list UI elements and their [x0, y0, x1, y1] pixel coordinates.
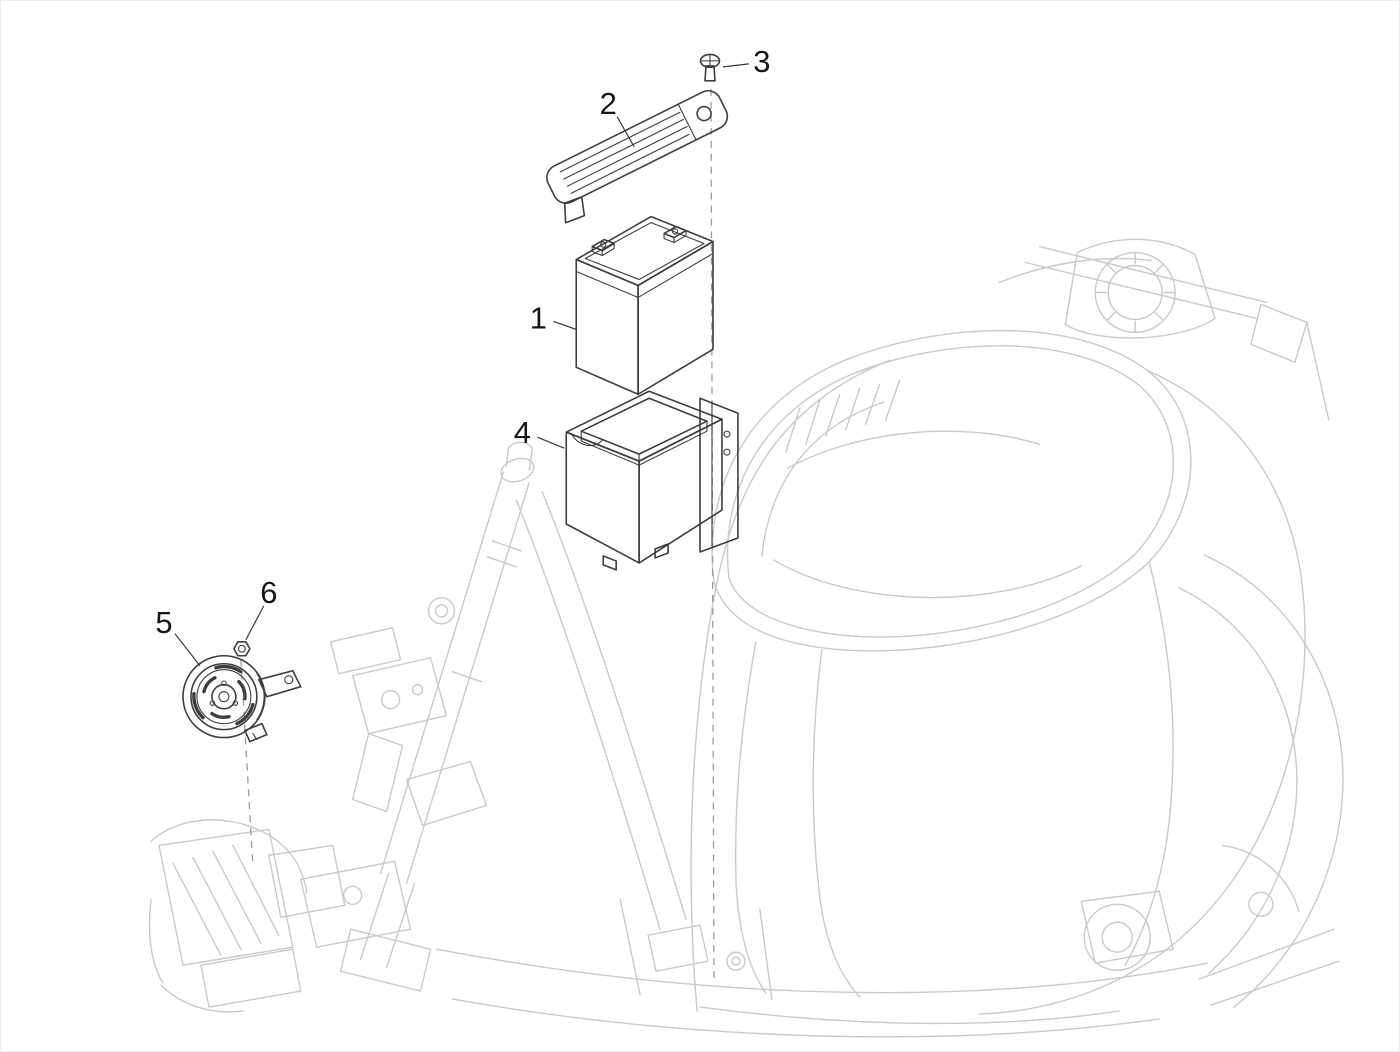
- nut-hex: [233, 640, 251, 657]
- holder-plate-hole-bottom: [723, 448, 731, 456]
- strap-body: [546, 89, 729, 204]
- scooter-frame-outline: [148, 238, 1344, 1038]
- holder-plate-hole-top: [723, 430, 731, 438]
- nut-hole: [237, 644, 246, 653]
- battery-holder-drawing: [565, 390, 739, 571]
- screw-shank: [704, 65, 716, 82]
- horn-hub: [211, 683, 237, 710]
- callout-label-4: 4: [514, 415, 531, 450]
- horn-rim-depth-arc: [256, 673, 265, 721]
- strap-screw-hole: [696, 105, 712, 122]
- floorboard-outline: [435, 898, 1208, 1038]
- strap-tab-line: [678, 104, 697, 140]
- nut-drawing: [233, 640, 251, 657]
- steering-column-outline: [330, 441, 687, 992]
- battery-terminal-right-bolt: [671, 228, 679, 235]
- strap-foot: [563, 196, 586, 224]
- front-suspension-outline: [148, 819, 412, 1013]
- battery-strap-drawing: [546, 89, 729, 224]
- holder-foot-left: [602, 555, 617, 571]
- battery-terminal-right-sides: [663, 230, 687, 244]
- horn-slots-inner: [202, 676, 247, 719]
- battery-right-face: [637, 240, 714, 396]
- battery-drawing: [575, 215, 714, 396]
- holder-flange-cutout: [571, 434, 604, 446]
- callout-label-3: 3: [753, 44, 770, 79]
- rear-lower-outline: [1080, 844, 1340, 1006]
- screw-cross-recess: [700, 54, 720, 68]
- battery-lid-seam: [575, 252, 714, 298]
- battery-left-face: [575, 258, 639, 396]
- horn-bracket-hole: [284, 675, 294, 685]
- horn-hub-bolt: [218, 691, 230, 703]
- callout-label-5: 5: [155, 605, 172, 640]
- horn-hub-rivet-right: [232, 700, 239, 706]
- battery-terminal-left-bolt: [600, 241, 607, 248]
- callout-label-6: 6: [260, 575, 277, 610]
- battery-lid-inset: [584, 222, 705, 281]
- horn-drawing: [182, 654, 302, 743]
- horn-outer-disc: [182, 654, 266, 739]
- bodywork-outline: [690, 245, 1344, 1025]
- horn-inner-ring: [190, 662, 258, 731]
- horn-hub-rivet-left: [209, 700, 216, 706]
- callout-label-1: 1: [530, 300, 547, 335]
- axis-nut-to-horn-line: [240, 659, 254, 866]
- strap-ribs: [559, 111, 690, 194]
- battery-terminal-left-sides: [591, 242, 615, 257]
- horn-connector-tab: [244, 722, 268, 743]
- fuel-cap-outline: [1064, 238, 1216, 339]
- callout-label-2: 2: [600, 86, 617, 121]
- holder-flange: [565, 390, 723, 462]
- holder-interior-depth-lines: [580, 420, 708, 466]
- holder-foot-right: [654, 543, 669, 559]
- holder-back-plate: [699, 397, 739, 553]
- callout-leader-lines: [174, 63, 749, 667]
- horn-connector-pin: [252, 733, 258, 741]
- battery-top-face: [575, 215, 714, 287]
- horn-slots-outer: [192, 664, 255, 726]
- horn-middle-ring: [196, 669, 252, 725]
- screw-drawing: [699, 53, 721, 82]
- holder-left-wall: [565, 431, 640, 564]
- callout-labels: 1 2 3 4 5 6: [155, 44, 770, 640]
- horn-hub-rivet-top: [221, 680, 227, 686]
